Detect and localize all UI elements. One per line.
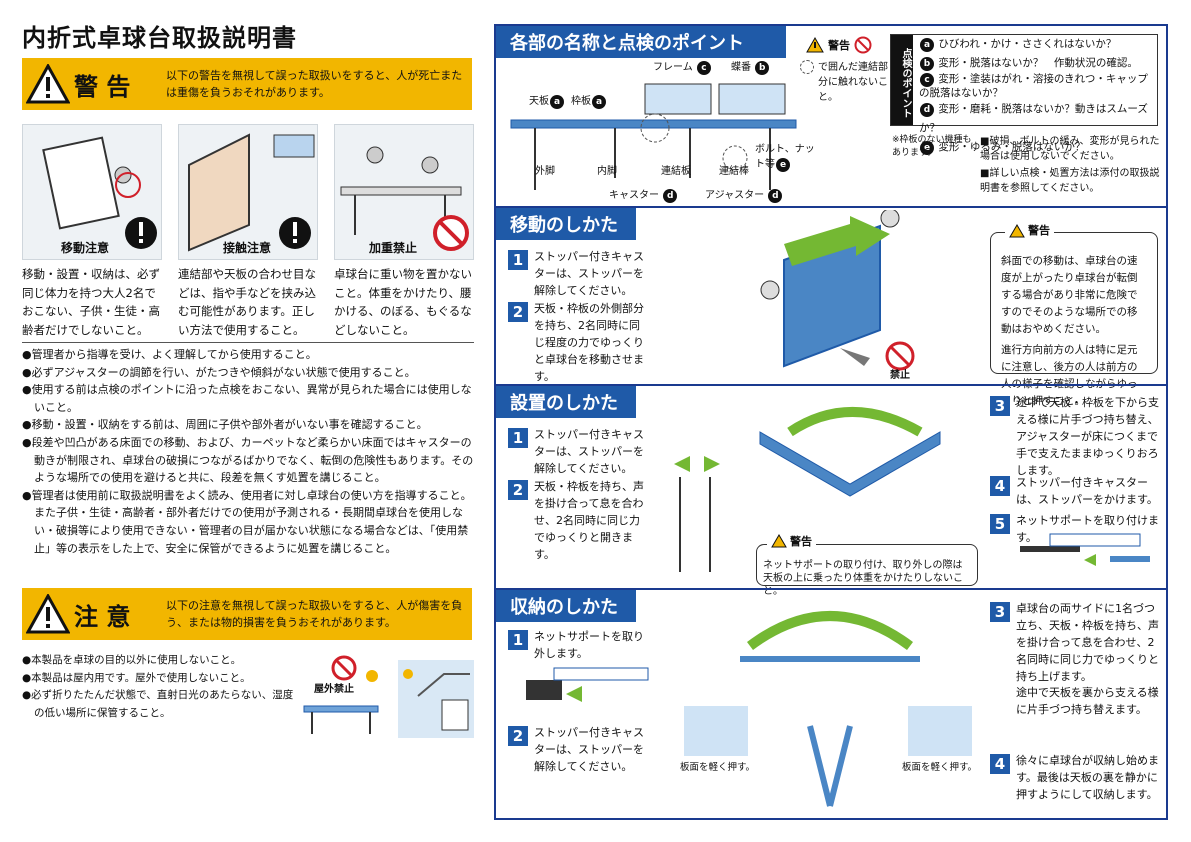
adjuster-label: アジャスター d bbox=[705, 188, 783, 203]
warning-triangle-icon bbox=[771, 534, 787, 548]
net-support-illustration bbox=[1020, 532, 1150, 578]
caution-band: 注 意 以下の注意を無視して誤った取扱いをすると、人が傷害を負う、または物的損害… bbox=[22, 588, 472, 640]
outdoor-ban-label: 屋外禁止 bbox=[314, 684, 354, 695]
check-list: a ひびわれ・かけ・ささくれはないか？ b 変形・脱落はないか？ 作動状況の確認… bbox=[919, 35, 1155, 157]
list-item: ●本製品を卓球の目的以外に使用しないこと。 bbox=[22, 654, 242, 666]
warning-band: 警 告 以下の警告を無視して誤った取扱いをすると、人が死亡または重傷を負うおそれ… bbox=[22, 58, 472, 110]
check-points-box: 点検のポイント a ひびわれ・かけ・ささくれはないか？ b 変形・脱落はないか？… bbox=[890, 34, 1158, 155]
frame-label: フレーム c bbox=[653, 60, 712, 75]
storage-step-3b: 途中で天板を裏から支える様に片手づつ持ち替えます。 bbox=[1016, 686, 1159, 716]
caution-description: 以下の注意を無視して誤った取扱いをすると、人が傷害を負う、または物的損害を負うお… bbox=[166, 599, 463, 629]
list-item: a ひびわれ・かけ・ささくれはないか？ bbox=[919, 35, 1155, 54]
link-plate-label: 連結板 bbox=[661, 166, 691, 177]
caster-label: キャスター d bbox=[609, 188, 678, 203]
outdoor-ban-illustration: 屋外禁止 bbox=[300, 654, 382, 740]
setup-header: 設置のしかた bbox=[496, 386, 636, 418]
link-rod-label: 連結棒 bbox=[719, 166, 749, 177]
move-illustration: 禁止 bbox=[740, 208, 930, 381]
storage-header: 収納のしかた bbox=[496, 590, 636, 622]
outer-leg-label: 外脚 bbox=[535, 166, 555, 177]
move-ban-label: 禁止 bbox=[890, 370, 910, 381]
parts-note-1: ■破損、ボルトの緩み、変形が見られた場合は使用しないでください。 bbox=[980, 136, 1160, 162]
contact-caution-illustration: 接触注意 bbox=[178, 124, 318, 260]
setup-warning-label: 警告 bbox=[767, 534, 816, 548]
load-prohibited-text: 卓球台に重い物を置かないこと。体重をかけたり、腰かける、のぼる、もぐるなどしない… bbox=[334, 267, 472, 337]
move-caution-illustration: 移動注意 bbox=[22, 124, 162, 260]
list-item: b 変形・脱落はないか？ 作動状況の確認。 bbox=[919, 54, 1155, 73]
setup-warning-text: ネットサポートの取り付け、取り外しの際は天板の上に乗ったり体重をかけたりしないこ… bbox=[763, 560, 963, 597]
list-item: ●移動・設置・収納をする前は、周囲に子供や部外者がいない事を確認すること。 bbox=[22, 418, 428, 432]
list-item: ●管理者は使用前に取扱説明書をよく読み、使用者に対し卓球台の使い方を指導すること… bbox=[22, 488, 472, 555]
list-item: ●段差や凹凸がある床面での移動、および、カーペットなど柔らかい床面ではキャスター… bbox=[22, 435, 474, 485]
warning-triangle-icon bbox=[806, 37, 824, 53]
no-edge-note: ※枠板のない機種もあります。 bbox=[892, 135, 972, 158]
load-prohibited-illustration: 加重禁止 bbox=[334, 124, 474, 260]
move-caution-text: 移動・設置・収納は、必ず同じ体力を持つ大人2名でおこない、子供・生徒・高齢者だけ… bbox=[22, 267, 160, 337]
push-note-right: 板面を軽く押す。 bbox=[902, 762, 978, 773]
parts-note-2: ■詳しい点検・処置方法は添付の取扱説明書を参照してください。 bbox=[980, 168, 1160, 194]
list-item: d 変形・磨耗・脱落はないか？動きはスムーズか？ bbox=[919, 103, 1148, 134]
list-item: ●使用する前は点検のポイントに沿った点検をおこない、異常が見られた場合には使用し… bbox=[22, 383, 472, 414]
inner-leg-label: 内脚 bbox=[597, 166, 617, 177]
contact-caution-text: 連結部や天板の合わせ目などは、指や手などを挟み込む可能性があります。正しい方法で… bbox=[178, 267, 316, 337]
move-caution-caption: 移動注意 bbox=[61, 241, 110, 255]
push-note-left: 板面を軽く押す。 bbox=[680, 762, 756, 773]
dashed-circle-icon bbox=[800, 60, 814, 74]
warning-triangle-icon bbox=[22, 58, 74, 110]
list-item: ●本製品は屋内用です。屋外で使用しないこと。 bbox=[22, 671, 251, 684]
setup-warning-box: 警告 ネットサポートの取り付け、取り外しの際は天板の上に乗ったり体重をかけたりし… bbox=[756, 534, 978, 597]
storage-illustration-main: 板面を軽く押す。 板面を軽く押す。 bbox=[680, 596, 980, 816]
list-item: ●必ずアジャスターの調節を行い、がたつきや傾斜がない状態で使用すること。 bbox=[22, 365, 416, 379]
divider bbox=[22, 342, 474, 343]
hinge-label: 蝶番 b bbox=[731, 60, 770, 75]
parts-header: 各部の名称と点検のポイント bbox=[496, 26, 786, 58]
warning-triangle-icon bbox=[1009, 223, 1025, 237]
list-item: e 変形・ゆるみ・脱落はないか？ bbox=[919, 138, 1155, 157]
move-warning-label: 警告 bbox=[1005, 222, 1054, 239]
list-item: ●管理者から指導を受け、よく理解してから使用すること。 bbox=[22, 348, 317, 361]
contact-caution-caption: 接触注意 bbox=[223, 241, 272, 255]
setup-illustration bbox=[650, 392, 980, 580]
move-header: 移動のしかた bbox=[496, 208, 636, 240]
storage-illustration bbox=[398, 660, 474, 738]
caution-triangle-icon bbox=[22, 588, 74, 640]
section-divider bbox=[496, 206, 1166, 208]
parts-warning-label: 警告 bbox=[806, 36, 872, 54]
warning-bullet-list: ●管理者から指導を受け、よく理解してから使用すること。 ●必ずアジャスターの調節… bbox=[22, 346, 474, 557]
document-title: 内折式卓球台取扱説明書 bbox=[22, 24, 297, 52]
section-divider bbox=[496, 588, 1166, 590]
right-panel bbox=[494, 24, 1168, 820]
list-item: ●必ず折りたたんだ状態で、直射日光のあたらない、湿度の低い場所に保管すること。 bbox=[22, 689, 294, 719]
check-points-title: 点検のポイント bbox=[891, 35, 913, 125]
section-divider bbox=[496, 384, 1166, 386]
parts-warning-note: で囲んだ連結部分に触れないこと。 bbox=[800, 60, 896, 105]
caution-bullet-list: ●本製品を卓球の目的以外に使用しないこと。 ●本製品は屋内用です。屋外で使用しな… bbox=[22, 652, 302, 722]
warning-description: 以下の警告を無視して誤った取扱いをすると、人が死亡または重傷を負うおそれがありま… bbox=[166, 69, 463, 99]
no-touch-icon bbox=[854, 36, 872, 54]
caution-word: 注 意 bbox=[74, 602, 131, 631]
list-item: c 変形・塗装はがれ・溶接のきれつ・キャップの脱落はないか？ bbox=[919, 73, 1148, 99]
move-warning-box: 警告 斜面での移動は、卓球台の速度が上がったり卓球台が転倒する場合があり非常に危… bbox=[990, 222, 1158, 407]
load-prohibited-caption: 加重禁止 bbox=[369, 241, 418, 255]
move-warning-text-1: 斜面での移動は、卓球台の速度が上がったり卓球台が転倒する場合があり非常に危険です… bbox=[1001, 255, 1138, 335]
warning-word: 警 告 bbox=[74, 72, 131, 101]
net-removal-illustration bbox=[526, 664, 652, 710]
